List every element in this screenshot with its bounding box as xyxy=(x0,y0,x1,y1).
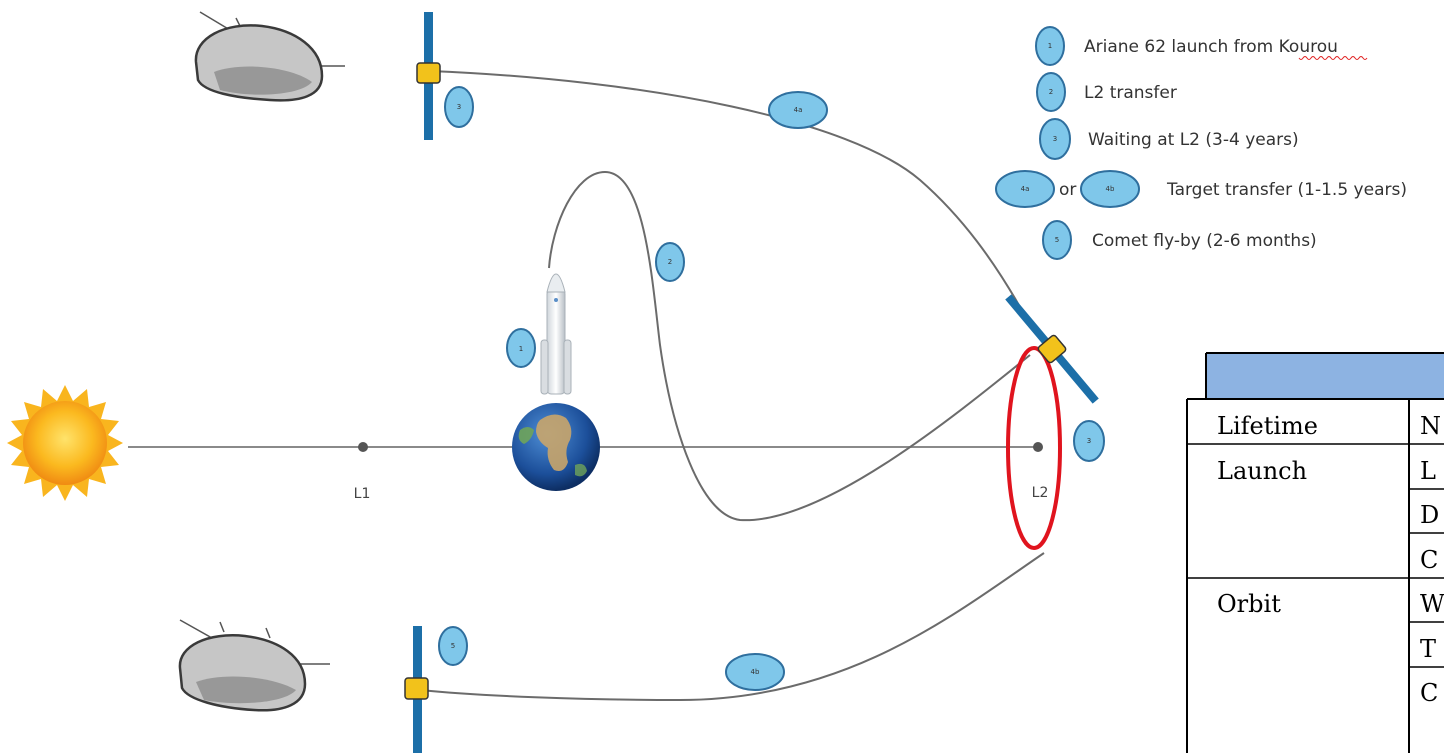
table-row-label-lifetime: Lifetime xyxy=(1217,412,1318,440)
spacecraft-at-l2-icon xyxy=(1005,294,1099,404)
mission-parameters-table: Lifetime N Launch L D C Orbit W T C xyxy=(1186,352,1444,753)
svg-text:3: 3 xyxy=(457,103,461,111)
svg-text:5: 5 xyxy=(1055,236,1059,244)
spacecraft-lower-icon xyxy=(404,626,429,753)
l2-label: L2 xyxy=(1032,485,1049,501)
table-row-value: L xyxy=(1420,457,1436,485)
l2-halo-orbit xyxy=(1006,346,1062,550)
legend-text-waiting: Waiting at L2 (3-4 years) xyxy=(1088,130,1299,150)
step-marker-4b: 4b xyxy=(725,653,785,691)
svg-text:3: 3 xyxy=(1053,135,1057,143)
legend-item-target-transfer: 4a or 4b Target transfer (1-1.5 years) xyxy=(995,170,1407,208)
svg-text:4b: 4b xyxy=(751,668,760,676)
svg-text:3: 3 xyxy=(1087,437,1091,445)
step-marker-3-upper: 3 xyxy=(444,86,474,128)
ariane-rocket-icon xyxy=(540,273,572,395)
svg-text:5: 5 xyxy=(451,642,455,650)
step-marker-1: 1 xyxy=(506,328,536,368)
earth-icon xyxy=(512,403,600,491)
table-row-label-orbit: Orbit xyxy=(1217,590,1281,618)
svg-text:2: 2 xyxy=(1049,88,1053,96)
table-row-label-launch: Launch xyxy=(1217,457,1307,485)
legend-item-launch: 1 Ariane 62 launch from Kourou xyxy=(1035,26,1368,66)
step-marker-3-l2: 3 xyxy=(1073,420,1105,462)
table-header xyxy=(1206,353,1444,399)
step-marker-2: 2 xyxy=(655,242,685,282)
step-marker-5: 5 xyxy=(438,626,468,666)
table-row-value: T xyxy=(1420,635,1436,663)
table-row-value: D xyxy=(1420,501,1439,529)
svg-text:1: 1 xyxy=(1048,42,1052,50)
svg-text:4a: 4a xyxy=(1021,185,1030,193)
legend-text-launch: Ariane 62 launch from Kourou xyxy=(1084,37,1338,57)
l1-point xyxy=(358,442,368,452)
spacecraft-upper-icon xyxy=(416,12,441,140)
sun-icon xyxy=(7,385,123,501)
table-row-value: N xyxy=(1420,412,1441,440)
legend-text-l2-transfer: L2 transfer xyxy=(1084,83,1177,103)
svg-text:1: 1 xyxy=(519,345,523,353)
table-row-value: W xyxy=(1420,590,1444,618)
step-marker-4a: 4a xyxy=(768,91,828,129)
spellcheck-underline xyxy=(1298,56,1368,60)
svg-text:2: 2 xyxy=(668,258,672,266)
legend-item-fly-by: 5 Comet fly-by (2-6 months) xyxy=(1042,220,1317,260)
l2-point xyxy=(1033,442,1043,452)
target-transfer-path-lower xyxy=(419,552,1045,702)
table-row-value: C xyxy=(1420,679,1438,707)
legend-item-l2-transfer: 2 L2 transfer xyxy=(1036,72,1177,112)
legend: 1 Ariane 62 launch from Kourou 2 L2 tran… xyxy=(995,26,1407,260)
legend-text-fly-by: Comet fly-by (2-6 months) xyxy=(1092,231,1317,251)
svg-text:4b: 4b xyxy=(1106,185,1115,193)
comet-lower-icon xyxy=(178,619,330,712)
table-row-value: C xyxy=(1420,546,1438,574)
l2-transfer-path xyxy=(548,170,1031,522)
svg-text:4a: 4a xyxy=(794,106,803,114)
l1-label: L1 xyxy=(354,486,371,502)
legend-or-text: or xyxy=(1059,180,1076,200)
comet-upper-icon xyxy=(194,11,345,102)
legend-text-target-transfer: Target transfer (1-1.5 years) xyxy=(1166,180,1407,200)
legend-item-waiting: 3 Waiting at L2 (3-4 years) xyxy=(1039,118,1299,160)
target-transfer-path-upper xyxy=(429,70,1031,326)
